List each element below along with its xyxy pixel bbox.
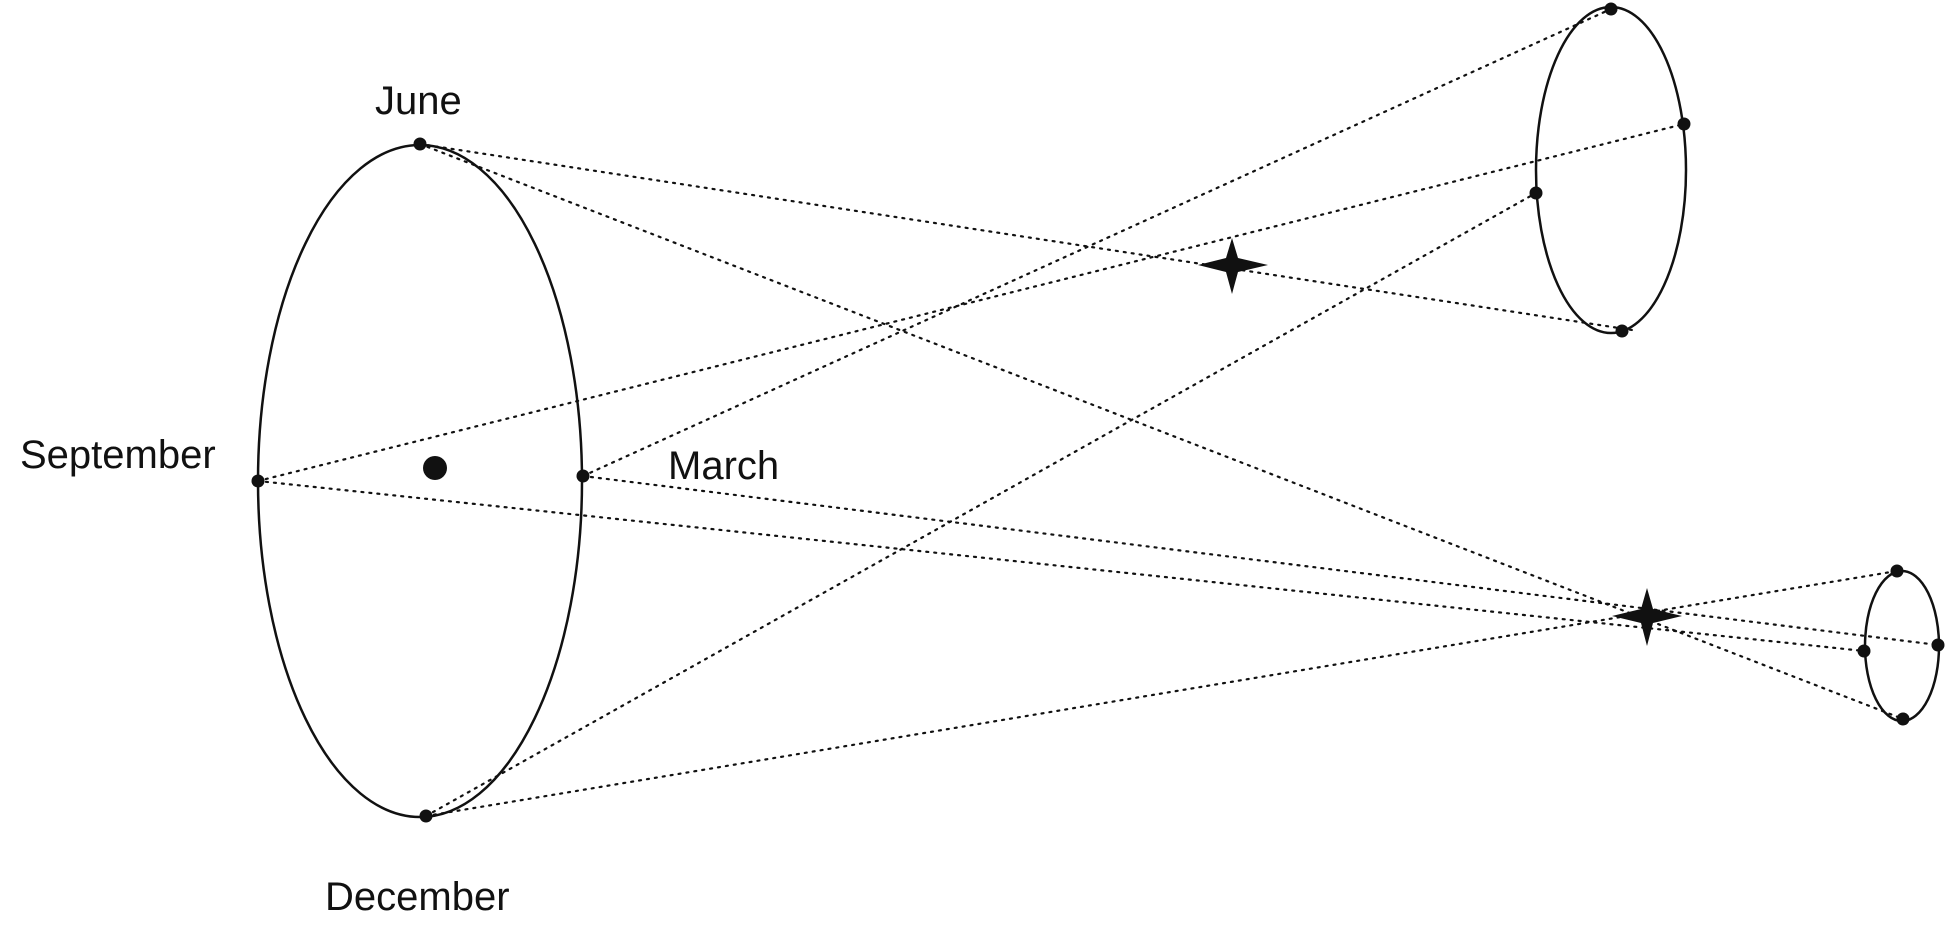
sightline-september-near: [256, 122, 1686, 483]
label-december: December: [325, 875, 510, 919]
far-star-apparent-left: [1857, 644, 1871, 658]
sightline-march-near: [581, 7, 1613, 478]
far-star-apparent-orbit: [1863, 569, 1941, 723]
sightline-june-near: [418, 142, 1634, 332]
earth-position-june: [413, 137, 427, 151]
sightline-december-far: [424, 569, 1899, 818]
far-star-icon: [1612, 588, 1682, 646]
label-march: March: [668, 444, 779, 488]
earth-orbit: [256, 143, 584, 819]
near-star-sightlines: [256, 7, 1686, 818]
near-star-apparent-orbit: [1534, 5, 1688, 335]
label-september: September: [20, 433, 216, 477]
near-star-apparent-bottom: [1615, 324, 1629, 338]
far-star-sightlines: [256, 142, 1940, 818]
sightline-december-near: [424, 191, 1538, 818]
near-star-apparent-top: [1604, 2, 1618, 16]
near-star-apparent-right: [1677, 117, 1691, 131]
far-star-apparent-top: [1890, 564, 1904, 578]
sun-icon: [423, 456, 447, 480]
near-star-icon: [1198, 238, 1268, 294]
far-star-apparent-bottom: [1896, 712, 1910, 726]
earth-position-september: [251, 474, 265, 488]
sightline-march-far: [581, 474, 1940, 647]
sightline-september-far: [256, 479, 1866, 653]
label-june: June: [375, 79, 462, 123]
near-star-apparent-left: [1529, 186, 1543, 200]
earth-position-december: [419, 809, 433, 823]
earth-position-march: [576, 469, 590, 483]
sightline-june-far: [418, 142, 1905, 721]
far-star-apparent-right: [1931, 638, 1945, 652]
